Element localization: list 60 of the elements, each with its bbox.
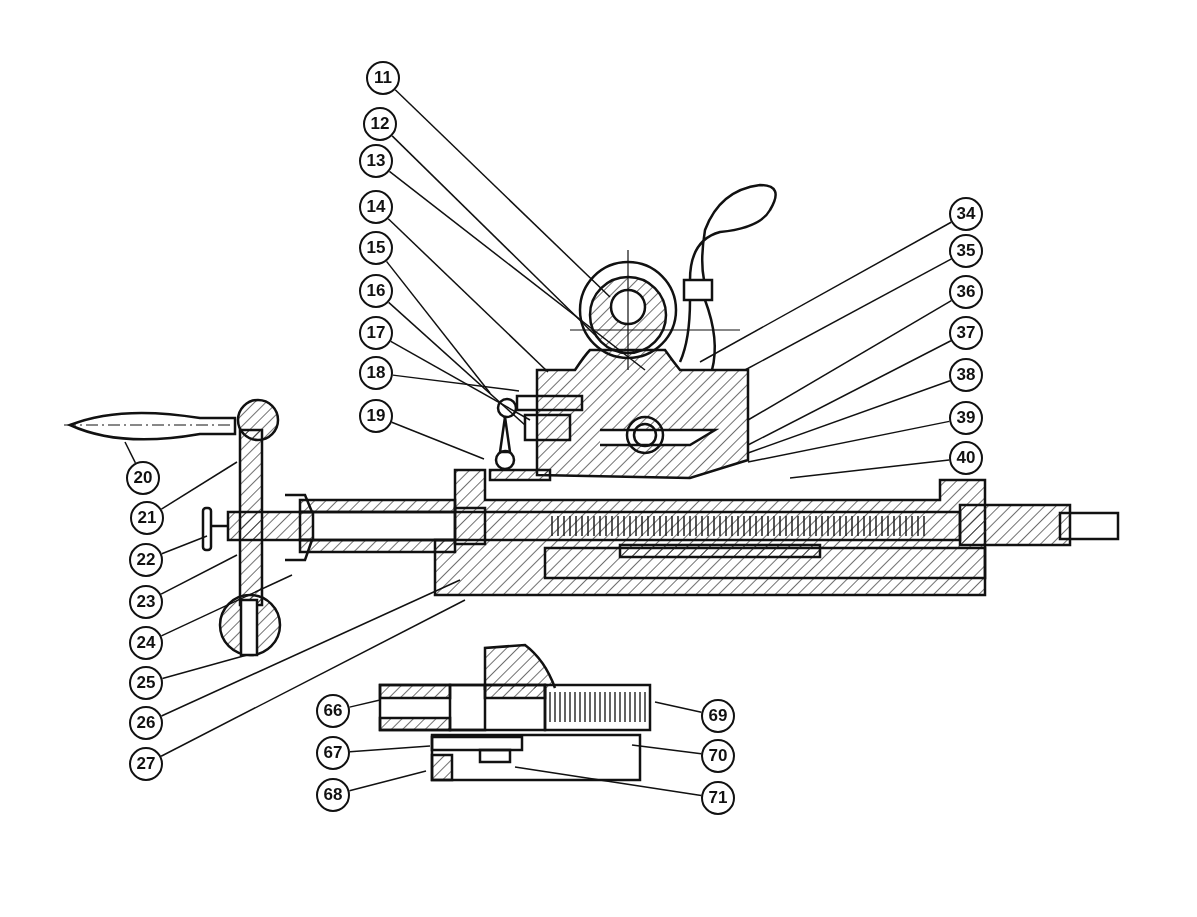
- callout-number: 17: [359, 316, 393, 350]
- callout-number: 14: [359, 190, 393, 224]
- leader-line: [388, 170, 646, 371]
- callout-number: 20: [126, 461, 160, 495]
- leader-line: [747, 299, 953, 421]
- callout-number: 27: [129, 747, 163, 781]
- leader-line: [161, 535, 208, 555]
- callout-number: 35: [949, 234, 983, 268]
- leader-line: [390, 340, 531, 421]
- callout-number: 38: [949, 358, 983, 392]
- leader-line: [747, 340, 952, 446]
- callout-number: 70: [701, 739, 735, 773]
- callout-number: 21: [130, 501, 164, 535]
- callout-number: 67: [316, 736, 350, 770]
- callout-number: 39: [949, 401, 983, 435]
- callout-number: 19: [359, 399, 393, 433]
- leader-line: [349, 745, 431, 753]
- callout-number: 26: [129, 706, 163, 740]
- leader-line: [160, 574, 293, 637]
- callout-number: 15: [359, 231, 393, 265]
- leader-line: [747, 420, 951, 463]
- callout-number: 40: [949, 441, 983, 475]
- leader-line: [348, 699, 381, 708]
- callout-number: 13: [359, 144, 393, 178]
- callout-number: 22: [129, 543, 163, 577]
- leader-line: [160, 599, 466, 757]
- leader-line: [348, 770, 427, 792]
- leader-line: [160, 579, 461, 717]
- callout-number: 24: [129, 626, 163, 660]
- callout-number: 11: [366, 61, 400, 95]
- leader-line: [160, 461, 238, 510]
- leader-line: [747, 380, 951, 454]
- callout-number: 34: [949, 197, 983, 231]
- leader-line: [391, 421, 485, 460]
- leader-line: [161, 654, 248, 680]
- leader-line: [744, 258, 952, 371]
- callout-number: 12: [363, 107, 397, 141]
- leader-line: [514, 766, 702, 797]
- leader-line: [699, 221, 952, 363]
- leader-line: [789, 459, 950, 479]
- leader-line: [392, 374, 520, 392]
- leader-line: [385, 260, 491, 394]
- leader-line: [160, 554, 238, 595]
- callout-number: 25: [129, 666, 163, 700]
- leader-line: [394, 89, 611, 298]
- leader-line: [387, 301, 526, 426]
- callout-number: 18: [359, 356, 393, 390]
- leader-line: [631, 744, 702, 755]
- callout-number: 66: [316, 694, 350, 728]
- callout-number: 37: [949, 316, 983, 350]
- callout-number: 23: [129, 585, 163, 619]
- leader-line: [654, 701, 703, 714]
- callout-number: 68: [316, 778, 350, 812]
- callout-number: 36: [949, 275, 983, 309]
- callout-number: 69: [701, 699, 735, 733]
- leader-line: [391, 135, 596, 336]
- leader-line: [124, 441, 137, 464]
- callout-number: 16: [359, 274, 393, 308]
- callout-number: 71: [701, 781, 735, 815]
- leader-line: [387, 218, 549, 373]
